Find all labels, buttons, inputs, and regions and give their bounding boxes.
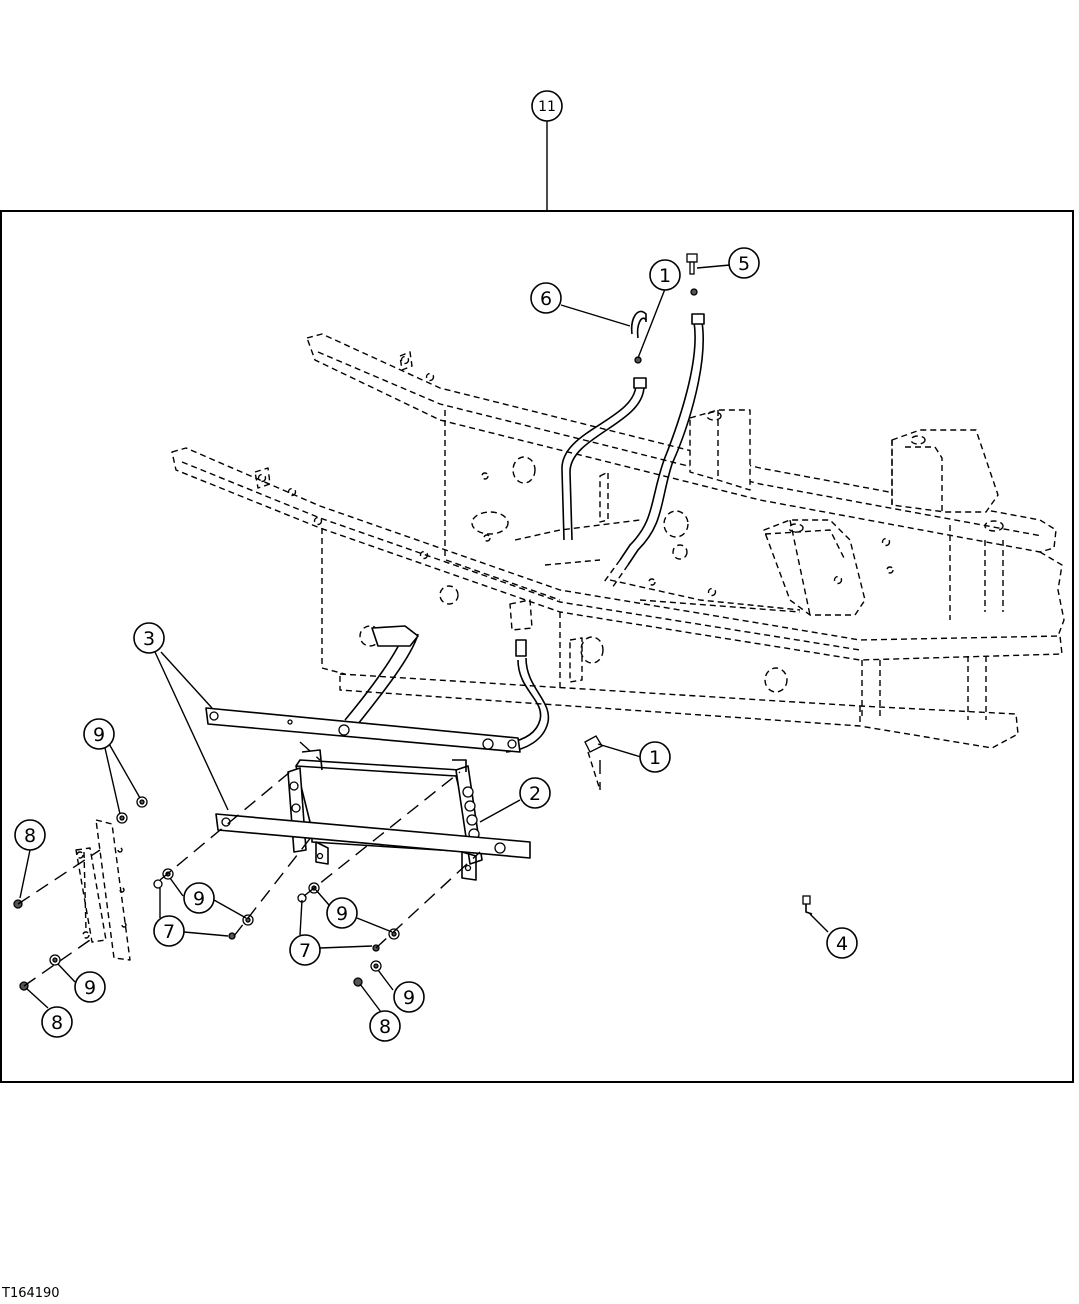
callout-11: 11 [531,90,563,122]
callout-2-label: 2 [529,783,541,805]
callout-9a: 9 [83,718,115,750]
callout-8b-label: 8 [51,1012,63,1034]
callout-4-label: 4 [836,933,848,955]
leader-lines [19,264,829,1013]
callout-8a-label: 8 [24,825,36,847]
callout-9d-label: 9 [84,977,96,999]
callout-9d: 9 [74,971,106,1003]
callout-7a-label: 7 [163,921,175,943]
callout-8b: 8 [41,1006,73,1038]
side-shield [75,819,131,961]
callout-7b-label: 7 [299,940,311,962]
callout-9e: 9 [393,981,425,1013]
callout-9e-label: 9 [403,987,415,1009]
callout-8c-label: 8 [379,1016,391,1038]
callout-6: 6 [530,282,562,314]
oil-cooler-assembly [205,707,531,881]
callout-7a: 7 [153,915,185,947]
assembly-frame [0,210,1074,1083]
callout-9c-label: 9 [336,903,348,925]
callout-3: 3 [133,622,165,654]
machine-frame [171,333,1065,749]
callout-1b-label: 1 [649,747,661,769]
callout-11-label: 11 [538,99,556,115]
hydraulic-hoses [344,313,705,753]
callout-3-label: 3 [143,628,155,650]
callout-2: 2 [519,777,551,809]
callout-1b: 1 [639,741,671,773]
callout-8c: 8 [369,1010,401,1042]
figure-id: T164190 [2,1286,60,1301]
callout-9a-label: 9 [93,724,105,746]
callout-1a-label: 1 [659,265,671,287]
assembly-lines [17,741,601,987]
callout-9b-label: 9 [193,888,205,910]
callout-6-label: 6 [540,288,552,310]
callout-5: 5 [728,247,760,279]
callout-8a: 8 [14,819,46,851]
callout-9c: 9 [326,897,358,929]
callout-7b: 7 [289,934,321,966]
callout-1a: 1 [649,259,681,291]
callout-9b: 9 [183,882,215,914]
callout-5-label: 5 [738,253,750,275]
callout-4: 4 [826,927,858,959]
